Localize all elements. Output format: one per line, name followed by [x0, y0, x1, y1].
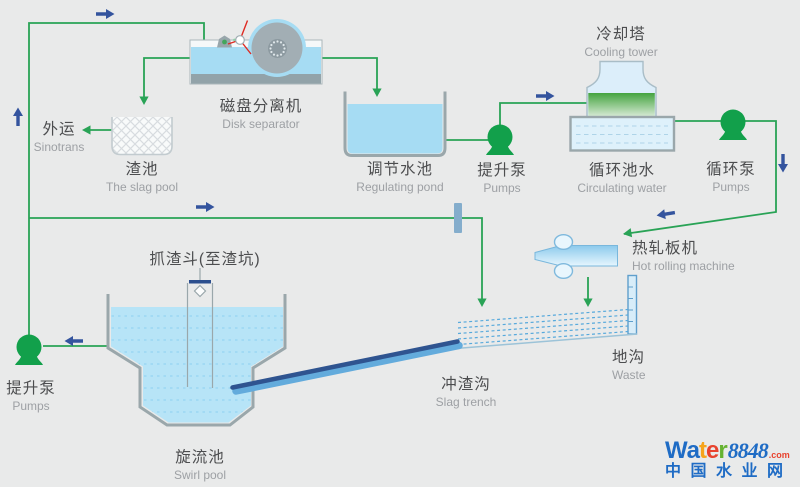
- logo-letter: a: [686, 437, 700, 464]
- label-regulating-pond: 调节水池 Regulating pond: [356, 161, 443, 194]
- cooling-tower-zh: 冷却塔: [596, 26, 646, 43]
- lift-pump-bottom-zh: 提升泵: [6, 380, 56, 397]
- regulating-pond-graphic: [343, 91, 447, 157]
- slag-pipe-graphic: [230, 339, 463, 395]
- logo-wordmark: W a t e r 8848 .com: [665, 437, 793, 464]
- label-circulating-water: 循环池水 Circulating water: [577, 162, 666, 195]
- slag-trench-graphic: [455, 308, 638, 350]
- pipe-flush-to-trench: [29, 217, 483, 304]
- slag-trench-zh: 冲渣沟: [441, 376, 491, 393]
- slag-pool-graphic: [111, 117, 173, 156]
- lift-pump-bottom-en: Pumps: [12, 399, 50, 413]
- arrow-left-up-icon: [13, 107, 23, 126]
- pipe-separator-to-pond: [322, 57, 378, 94]
- circulating-water-zh: 循环池水: [588, 162, 655, 179]
- arrow-to-pond: [372, 88, 382, 97]
- swirl-pool-en: Swirl pool: [173, 468, 227, 482]
- label-swirl-pool: 旋流池 Swirl pool: [174, 449, 226, 482]
- label-sinotrans: 外运 Sinotrans: [34, 121, 85, 154]
- grab-bucket-zh: 抓渣斗(至渣坑): [149, 251, 261, 268]
- label-cooling-tower: 冷却塔 Cooling tower: [584, 26, 657, 59]
- lift-pump-top-zh: 提升泵: [477, 162, 527, 179]
- arrow-machine-to-trench: [583, 298, 593, 307]
- valve-bar: [454, 203, 462, 233]
- tower-fill-media: [588, 93, 655, 117]
- hot-rolling-machine-graphic: [534, 233, 618, 280]
- regulating-pond-en: Regulating pond: [356, 180, 444, 194]
- logo-digits: 8848: [727, 438, 769, 463]
- waste-en: Waste: [612, 368, 646, 382]
- circulating-pump-zh: 循环泵: [706, 161, 756, 178]
- roller-bottom: [553, 263, 574, 280]
- lift-pump-top-en: Pumps: [483, 181, 521, 195]
- label-lift-pump-bottom: 提升泵 Pumps: [6, 380, 56, 413]
- disk-separator-graphic: [189, 19, 323, 85]
- sinotrans-en: Sinotrans: [33, 140, 85, 154]
- lift-pump-bottom-icon: [15, 334, 43, 365]
- circulating-water-en: Circulating water: [577, 181, 667, 195]
- arrow-diagonal-icon: [655, 207, 676, 221]
- grab-bucket-graphic: [186, 268, 214, 388]
- roller-top: [553, 233, 574, 250]
- arrow-top-right-icon: [96, 9, 115, 19]
- pipe-separator-to-slagpool: [143, 57, 190, 102]
- arrow-pool-left-icon: [64, 336, 83, 346]
- arrow-to-slagpool: [139, 96, 149, 105]
- disk-separator-zh: 磁盘分离机: [219, 98, 303, 115]
- pool-water-lines: [111, 315, 283, 413]
- label-hot-rolling-machine: 热轧板机 Hot rolling machine: [632, 240, 735, 273]
- regulating-pond-zh: 调节水池: [366, 161, 433, 178]
- label-circulating-pump: 循环泵 Pumps: [706, 161, 756, 194]
- waste-wall-graphic: [627, 274, 638, 335]
- sinotrans-zh: 外运: [42, 121, 76, 138]
- cooling-tower-graphic: [586, 60, 657, 119]
- hot-rolling-machine-en: Hot rolling machine: [632, 259, 735, 273]
- label-slag-pool: 渣池 The slag pool: [106, 161, 178, 194]
- pipe-pool-to-separator: [28, 22, 205, 336]
- swirl-pool-zh: 旋流池: [175, 449, 225, 466]
- label-slag-trench: 冲渣沟 Slag trench: [436, 376, 497, 409]
- arrow-mid-right-icon: [196, 202, 215, 212]
- logo-letter: r: [718, 437, 727, 464]
- slag-trench-en: Slag trench: [435, 395, 497, 409]
- hot-rolling-machine-zh: 热轧板机: [632, 240, 699, 257]
- disk-hub: [268, 39, 287, 58]
- logo-letter: W: [665, 437, 688, 464]
- pipe-pump-to-tower: [499, 102, 587, 125]
- logo-letter: e: [706, 437, 719, 464]
- swirl-pool-graphic: [106, 268, 287, 427]
- label-grab-bucket: 抓渣斗(至渣坑): [149, 251, 260, 268]
- logo-letter: t: [699, 437, 707, 464]
- scraper-hub: [235, 35, 245, 45]
- water8848-logo: W a t e r 8848 .com 中国水业网: [665, 437, 793, 481]
- arrow-right-down-icon: [778, 154, 788, 173]
- cooling-tower-en: Cooling tower: [584, 45, 658, 59]
- arrow-to-rollingmachine: [622, 228, 633, 239]
- lift-pump-top-icon: [486, 124, 514, 155]
- arrow-flush-to-trench: [477, 298, 487, 307]
- circulating-pump-en: Pumps: [712, 180, 750, 194]
- label-waste: 地沟 Waste: [612, 349, 646, 382]
- arrow-to-tower-icon: [536, 91, 555, 101]
- slag-pool-zh: 渣池: [125, 161, 159, 178]
- label-lift-pump-top: 提升泵 Pumps: [477, 162, 527, 195]
- logo-tagline: 中国水业网: [665, 463, 793, 480]
- circulating-water-basin-graphic: [569, 115, 676, 152]
- disk-separator-en: Disk separator: [222, 117, 300, 131]
- label-disk-separator: 磁盘分离机 Disk separator: [220, 98, 303, 131]
- flow-pipes-green: [28, 22, 777, 347]
- waste-zh: 地沟: [612, 349, 646, 366]
- disk-hub-bolts: [269, 40, 286, 57]
- slag-pool-en: The slag pool: [105, 180, 179, 194]
- circulating-pump-icon: [719, 109, 747, 140]
- logo-tld: .com: [768, 450, 790, 460]
- steel-plate: [534, 245, 618, 267]
